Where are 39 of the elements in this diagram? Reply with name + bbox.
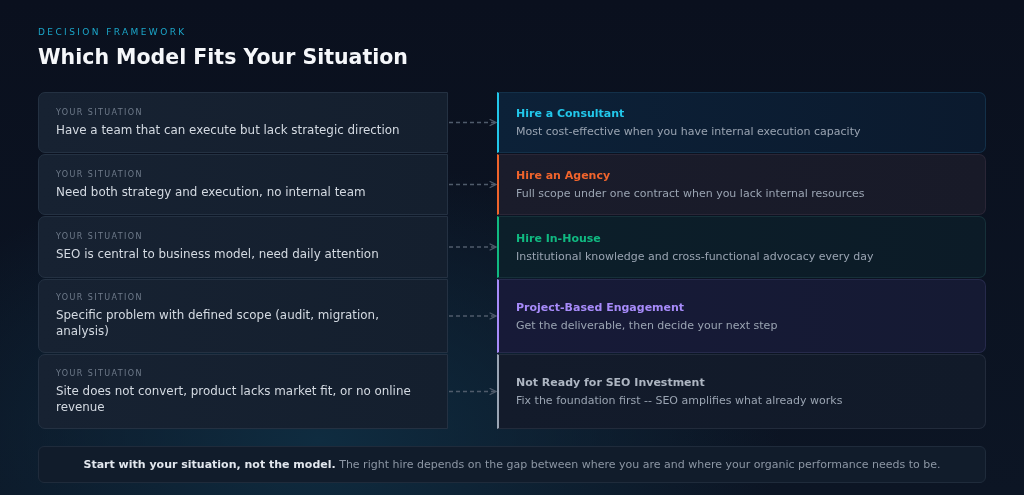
situation-card (38, 216, 448, 278)
recommendation-text: Most cost-effective when you have internal execution capacity (516, 125, 861, 138)
situation-text: SEO is central to business model, need daily attention (56, 246, 379, 262)
situation-tag: YOUR SITUATION (56, 368, 143, 378)
arrow (448, 312, 497, 320)
situation-card (38, 92, 448, 153)
arrow (448, 243, 497, 251)
situation-tag: YOUR SITUATION (56, 107, 143, 117)
situation-card (38, 354, 448, 429)
eyebrow-label: DECISION FRAMEWORK (38, 27, 187, 37)
recommendation-title: Hire an Agency (516, 169, 611, 182)
situation-tag: YOUR SITUATION (56, 169, 143, 179)
recommendation-text: Full scope under one contract when you lack internal resources (516, 187, 865, 200)
recommendation-title: Project-Based Engagement (516, 300, 685, 314)
arrow (448, 387, 497, 396)
arrow (448, 180, 497, 189)
situation-card (38, 279, 448, 353)
situation-text: Need both strategy and execution, no internal team (56, 183, 366, 200)
arrow (448, 118, 497, 127)
recommendation-text: Get the deliverable, then decide your next step (516, 318, 778, 332)
situation-text: Site does not convert, product lacks market fit, or no online revenue (56, 382, 412, 415)
situation-tag: YOUR SITUATION (56, 232, 143, 241)
note-text: Start with your situation, not the model. The right hire depends on the gap between where you are and where your organic performance needs to be. (83, 458, 941, 471)
recommendation-card (497, 279, 986, 353)
recommendation-text: Fix the foundation first -- SEO amplifies what already works (516, 394, 843, 407)
recommendation-card (497, 354, 986, 429)
recommendation-title: Not Ready for SEO Investment (516, 376, 705, 389)
situation-text: Specific problem with defined scope (audit, migration, analysis) (56, 307, 380, 339)
note-panel (38, 446, 986, 483)
situation-text: Have a team that can execute but lack strategic direction (56, 121, 400, 138)
situation-tag: YOUR SITUATION (56, 293, 143, 302)
recommendation-title: Hire In-House (516, 231, 601, 245)
recommendation-card (497, 92, 986, 153)
recommendation-card (497, 154, 986, 215)
situation-card (38, 154, 448, 215)
recommendation-text: Institutional knowledge and cross-functional advocacy every day (516, 249, 874, 263)
page-title: Which Model Fits Your Situation (38, 45, 408, 69)
recommendation-card (497, 216, 986, 278)
recommendation-title: Hire a Consultant (516, 107, 625, 120)
